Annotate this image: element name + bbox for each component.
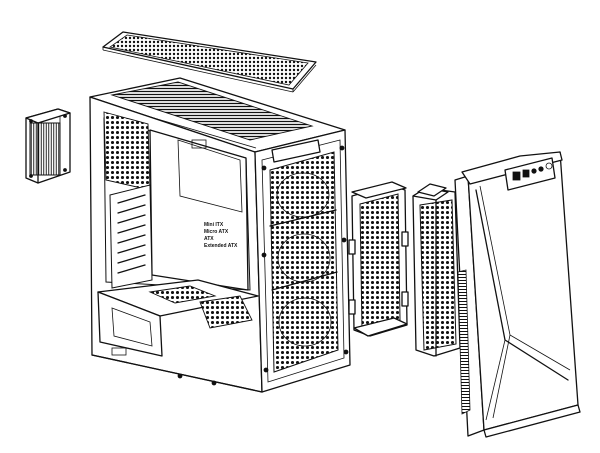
mb-label-extended-atx: Extended ATX xyxy=(204,243,238,249)
mic-jack-icon xyxy=(538,166,544,172)
front-radiator-280mm xyxy=(412,183,461,357)
usb-c-port-icon xyxy=(522,169,530,178)
mb-label-atx: ATX xyxy=(204,236,214,242)
rear-radiator-120mm xyxy=(25,108,71,184)
power-button-icon xyxy=(545,162,553,170)
mb-label-micro-atx: Micro ATX xyxy=(204,229,229,235)
front-panel xyxy=(454,151,581,438)
front-radiator-360mm xyxy=(348,181,409,337)
audio-jack-icon xyxy=(531,168,537,174)
usb-port-icon xyxy=(512,171,521,181)
top-dust-filter xyxy=(102,31,317,93)
chassis: Mini ITX Micro ATX ATX Extended ATX xyxy=(89,77,351,393)
mb-label-mini-itx: Mini ITX xyxy=(204,222,224,228)
